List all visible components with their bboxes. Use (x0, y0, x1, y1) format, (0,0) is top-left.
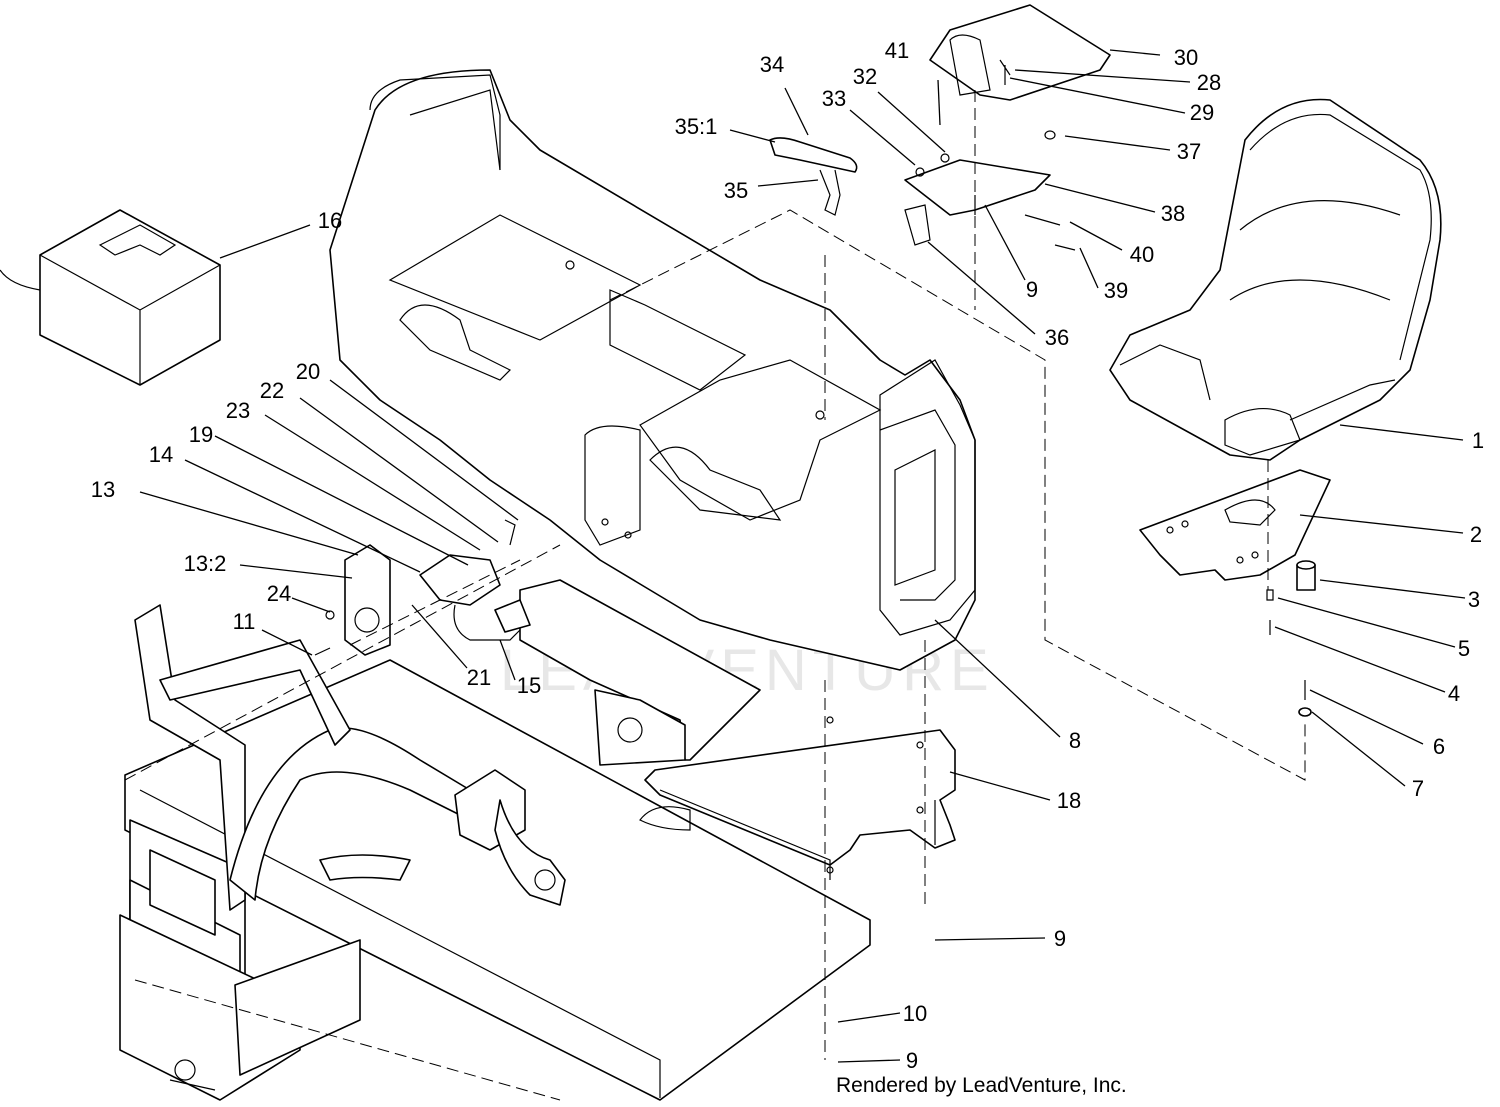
seat-plate (639, 716, 956, 880)
callout-label: 19 (189, 422, 213, 447)
callout-label: 9 (1054, 926, 1066, 951)
callout-label: 41 (885, 38, 909, 63)
callout-label: 39 (1104, 278, 1128, 303)
callout-label: 16 (318, 208, 342, 233)
seat-hardware (1266, 560, 1316, 717)
callout-label: 21 (467, 665, 491, 690)
callout-label: 38 (1161, 201, 1185, 226)
switch-assembly (314, 519, 531, 656)
seat-base-plate (1139, 469, 1331, 581)
lever-assembly (769, 130, 1076, 251)
callout-label: 32 (853, 64, 877, 89)
callout-label: 28 (1197, 70, 1221, 95)
callout-label: 23 (226, 398, 250, 423)
callout-label: 34 (760, 52, 784, 77)
callout-label: 8 (1069, 728, 1081, 753)
callout-label: 29 (1190, 100, 1214, 125)
top-cover (929, 4, 1111, 101)
callout-label: 15 (517, 673, 541, 698)
leader-lines (139, 49, 1466, 1063)
callout-label: 24 (267, 581, 291, 606)
fender-pod (329, 69, 976, 671)
callout-label: 14 (149, 442, 173, 467)
callout-label: 6 (1433, 734, 1445, 759)
callout-label: 35:1 (675, 114, 718, 139)
pod-bracket (519, 579, 761, 766)
callout-label: 5 (1458, 636, 1470, 661)
callout-label: 20 (296, 359, 320, 384)
callout-label: 13 (91, 477, 115, 502)
callout-label: 4 (1448, 681, 1460, 706)
callout-label: 40 (1130, 242, 1154, 267)
callout-label: 30 (1174, 45, 1198, 70)
callout-labels: 1 2 3 5 4 6 7 8 18 9 10 9 16 34 35:1 35 … (91, 38, 1484, 1073)
callout-label: 37 (1177, 139, 1201, 164)
chassis-frame (119, 604, 871, 1101)
callout-label: 18 (1057, 788, 1081, 813)
callout-label: 9 (906, 1048, 918, 1073)
callout-label: 22 (260, 378, 284, 403)
callout-label: 36 (1045, 325, 1069, 350)
callout-label: 13:2 (184, 551, 227, 576)
callout-label: 11 (233, 609, 256, 634)
battery-cover (0, 209, 221, 386)
callout-label: 3 (1468, 587, 1480, 612)
callout-label: 33 (822, 86, 846, 111)
callout-label: 10 (903, 1001, 927, 1026)
callout-label: 7 (1412, 776, 1424, 801)
seat (1109, 98, 1442, 461)
callout-label: 9 (1026, 277, 1038, 302)
callout-label: 1 (1472, 428, 1484, 453)
callout-label: 35 (724, 178, 748, 203)
callout-label: 2 (1470, 522, 1482, 547)
credit-text: Rendered by LeadVenture, Inc. (836, 1074, 1127, 1097)
assembly-lines (124, 90, 1306, 1101)
